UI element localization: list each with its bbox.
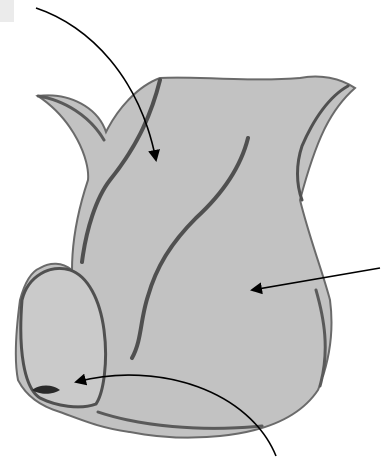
- left-lobe: [21, 268, 106, 406]
